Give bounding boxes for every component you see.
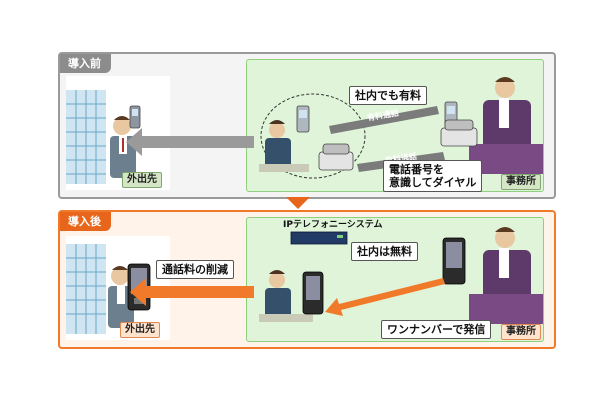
before-callout-dial-line1: 電話番号を [389,163,444,176]
after-office-area: IPテレフォニーシステム 社内は無料 ワンナンバーで発信 事務所 [246,217,544,342]
after-callout-cost-reduction: 通話料の削減 [156,260,234,279]
before-callout-dial: 電話番号を 意識してダイヤル [383,160,483,192]
before-panel: 導入前 外出先 [58,52,556,199]
after-callout-one-number: ワンナンバーで発信 [381,320,492,339]
before-office-badge: 事務所 [501,174,541,190]
after-tab: 導入後 [60,212,111,231]
before-tab: 導入前 [60,54,111,73]
before-outside-area: 外出先 [66,76,170,190]
after-system-label: IPテレフォニーシステム [283,220,383,230]
after-outside-area: 外出先 [66,236,170,340]
after-panel: 導入後 外出先 [58,210,556,349]
after-callout-internal-free: 社内は無料 [351,242,418,261]
before-callout-dial-line2: 意識してダイヤル [389,176,477,189]
before-office-area: 有料通話 有料通話 社内でも有料 電話番号を 意識してダイヤル 事務所 [246,59,544,192]
before-outside-badge: 外出先 [122,172,162,188]
after-outside-badge: 外出先 [120,322,160,338]
before-callout-internal-fee: 社内でも有料 [349,86,427,105]
transition-arrow [286,197,310,209]
after-office-illustration [259,227,543,324]
after-office-badge: 事務所 [501,324,541,340]
